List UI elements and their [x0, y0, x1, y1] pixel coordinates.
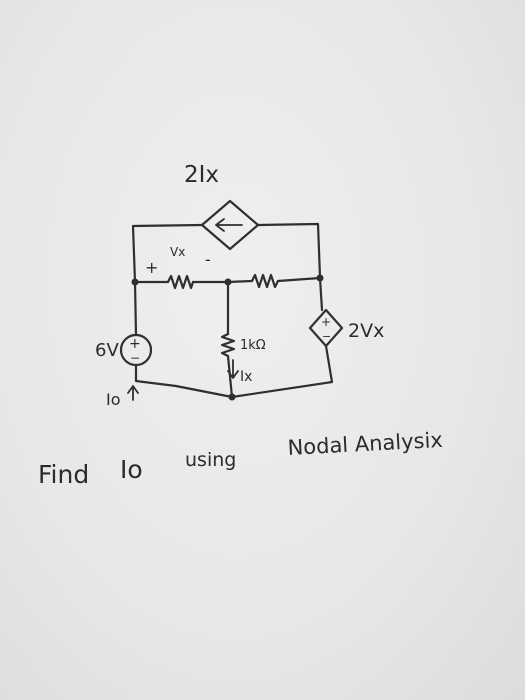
resistor-right — [250, 273, 280, 289]
label-vx: Vx — [170, 245, 185, 259]
label-2vx: 2Vx — [348, 320, 384, 342]
label-vx-plus: + — [145, 258, 158, 277]
label-2ix: 2Ix — [184, 162, 219, 188]
wire-left-lower — [134, 363, 234, 399]
wire-top-right — [256, 222, 322, 279]
caption-io: Io — [120, 455, 143, 484]
label-ix: Ix — [240, 369, 252, 385]
label-source-plus: + — [129, 336, 141, 352]
dependent-current-source — [200, 199, 260, 251]
node-bottom — [228, 393, 236, 401]
resistor-1k — [220, 332, 236, 358]
label-source-minus: − — [130, 351, 140, 365]
label-6v: 6V — [95, 340, 119, 361]
wire-mid-lower — [226, 354, 234, 399]
wire-r1-to-mid — [191, 279, 254, 284]
label-vx-minus: - — [205, 250, 211, 269]
label-1k: 1kΩ — [240, 338, 266, 353]
label-dvs-plus: + — [321, 315, 331, 329]
caption-find: Find — [38, 460, 89, 489]
wire-r2-to-right — [276, 276, 322, 283]
wire-right-lower — [230, 344, 334, 399]
caption-method: Nodal Analysix — [287, 428, 443, 460]
label-dvs-minus: − — [322, 330, 331, 343]
caption-using: using — [185, 449, 236, 471]
ix-arrow — [227, 359, 239, 379]
wire-top-left — [131, 223, 204, 284]
resistor-vx — [166, 274, 195, 290]
wire-right-upper — [318, 276, 324, 312]
io-arrow — [127, 385, 139, 401]
wire-left-upper — [133, 280, 138, 337]
label-io: Io — [106, 390, 121, 409]
